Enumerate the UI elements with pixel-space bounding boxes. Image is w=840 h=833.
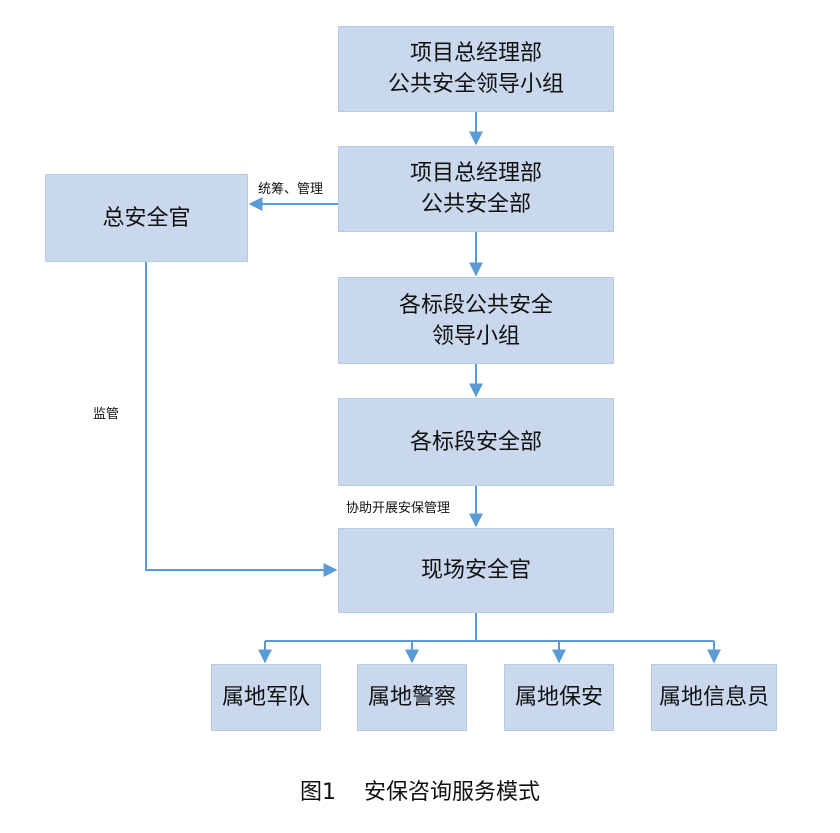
node-chief-safety-officer: 总安全官 [45, 174, 248, 262]
node-text-line1: 项目总经理部 [409, 161, 542, 186]
node-text-line1: 各标段安全部 [409, 429, 542, 455]
node-text-line1: 属地保安 [514, 685, 603, 710]
node-pm-leadership-group: 项目总经理部 公共安全领导小组 [338, 26, 614, 112]
arrow-chief-officer-to-site-officer [145, 262, 338, 577]
edge-label-coordinate-manage: 统筹、管理 [258, 182, 324, 197]
node-text-line1: 总安全官 [102, 205, 191, 231]
edge-label-assist: 协助开展安保管理 [346, 501, 451, 516]
node-text-line1: 各标段公共安全 [398, 292, 553, 318]
node-text-line1: 项目总经理部 [409, 41, 542, 66]
node-text-line2: 公共安全部 [420, 192, 531, 217]
edge-label-supervise: 监管 [93, 407, 120, 422]
node-local-security: 属地保安 [504, 664, 614, 731]
node-text-line2: 领导小组 [431, 323, 520, 349]
node-section-safety-department: 各标段安全部 [338, 398, 614, 486]
figure-number: 图1 [299, 780, 336, 805]
figure-title: 安保咨询服务模式 [363, 780, 540, 805]
node-local-police: 属地警察 [357, 664, 467, 731]
node-local-army: 属地军队 [211, 664, 321, 731]
node-text-line1: 属地军队 [221, 685, 310, 710]
node-pm-safety-department: 项目总经理部 公共安全部 [338, 146, 614, 232]
node-text-line2: 公共安全领导小组 [387, 72, 564, 97]
node-text-line1: 现场安全官 [420, 558, 531, 583]
node-text-line1: 属地信息员 [658, 685, 769, 710]
node-text-line1: 属地警察 [367, 685, 456, 710]
figure-caption: 图1 安保咨询服务模式 [0, 774, 840, 806]
node-section-leadership-group: 各标段公共安全 领导小组 [338, 277, 614, 364]
node-site-safety-officer: 现场安全官 [338, 528, 614, 613]
node-local-informant: 属地信息员 [651, 664, 777, 731]
